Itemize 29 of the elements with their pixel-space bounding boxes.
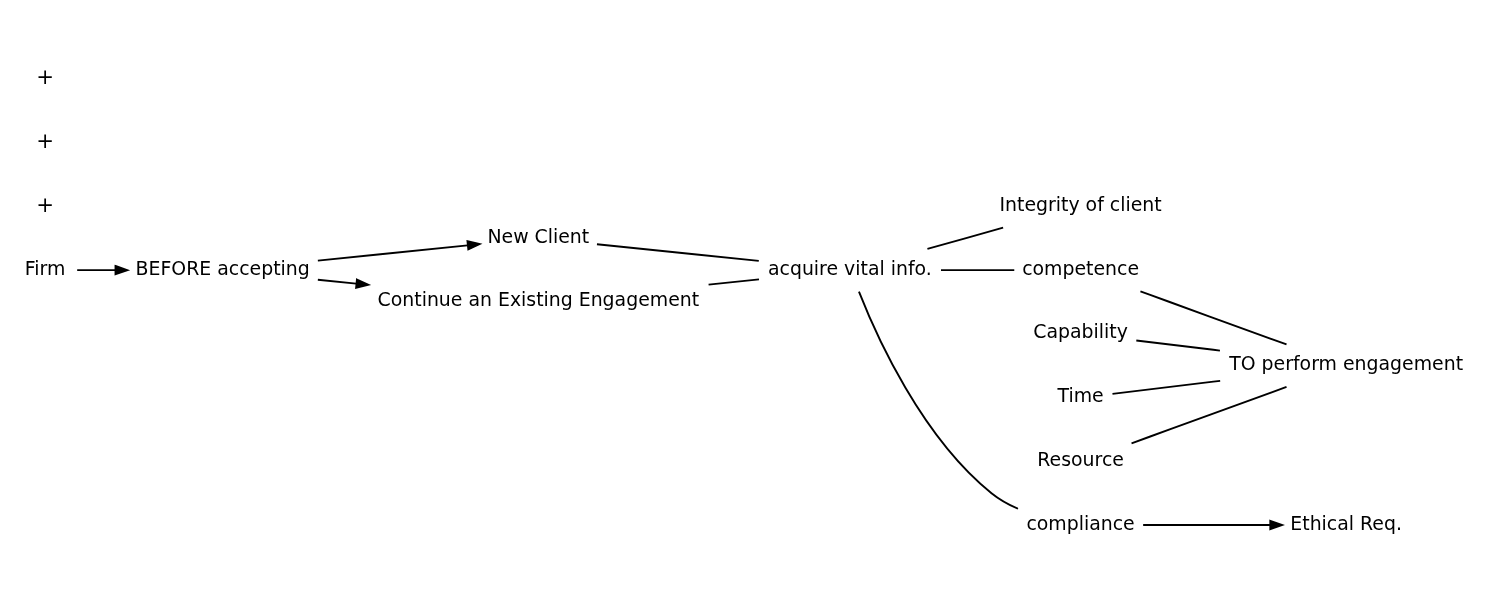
- arrow: [316, 239, 483, 262]
- node-text: Time: [1057, 384, 1104, 407]
- label: +: [36, 127, 54, 153]
- connector: [596, 243, 760, 262]
- connector: [1135, 339, 1221, 352]
- node-text: compliance: [1026, 511, 1135, 534]
- node-text: Continue an Existing Engagement: [377, 288, 700, 311]
- connector: [1111, 379, 1222, 395]
- node-text: New Client: [487, 224, 590, 247]
- arrow: [76, 264, 131, 276]
- connector: [940, 269, 1016, 272]
- label: +: [36, 191, 54, 217]
- arrow: [316, 278, 372, 289]
- node-text: acquire vital info.: [767, 256, 932, 279]
- node-text: Resource: [1037, 447, 1124, 470]
- connector: [1139, 290, 1288, 346]
- label: +: [36, 64, 54, 90]
- node-text: Ethical Req.: [1290, 511, 1402, 534]
- connector: [858, 290, 1019, 510]
- connector: [1130, 386, 1288, 445]
- node-text: Capability: [1033, 320, 1128, 343]
- node-text: competence: [1022, 256, 1140, 279]
- node-text: TO perform engagement: [1229, 352, 1464, 375]
- node-text: BEFORE accepting: [135, 256, 310, 279]
- connector: [707, 278, 760, 286]
- node-text: Integrity of client: [999, 192, 1162, 215]
- arrow: [1142, 519, 1285, 531]
- node-text: Firm: [24, 256, 66, 279]
- connector: [926, 226, 1005, 250]
